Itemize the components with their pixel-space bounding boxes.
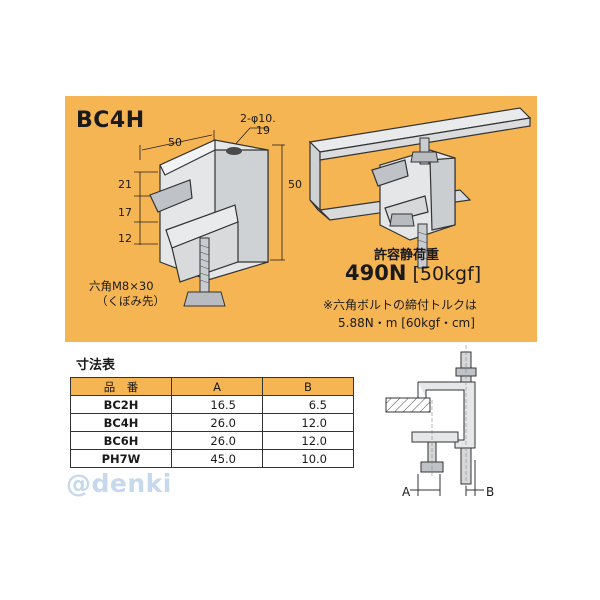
dimension-table: 品 番 A B BC2H 16.5 6.5 BC4H 26.0 12.0 BC6… [70, 377, 354, 468]
dim-h1: 21 [118, 178, 132, 191]
table-row: BC6H 26.0 12.0 [70, 431, 354, 450]
dim-h3: 12 [118, 232, 132, 245]
cell-model: BC2H [70, 395, 172, 414]
table-row: PH7W 45.0 10.0 [70, 449, 354, 468]
torque-note: ※六角ボルトの締付トルクは [323, 298, 478, 312]
table-row: BC4H 26.0 12.0 [70, 413, 354, 432]
dim-height-right: 50 [288, 178, 302, 191]
torque-value: 5.88N・m [60kgf・cm] [338, 316, 475, 330]
bolt-label: 六角M8×30 [89, 279, 154, 293]
header-b: B [262, 377, 354, 396]
cell-b: 12.0 [262, 413, 354, 432]
dim-width-top: 50 [168, 136, 182, 149]
dim-h2: 17 [118, 206, 132, 219]
bolt-label-note: （くぼみ先） [96, 294, 165, 308]
axis-label-a: A [402, 485, 411, 499]
axis-label-b: B [486, 485, 495, 499]
header-model: 品 番 [70, 377, 172, 396]
load-value: 490N [50kgf] [345, 261, 481, 285]
table-header-row: 品 番 A B [70, 377, 354, 396]
dim-hole-offset: 19 [256, 124, 270, 137]
cell-a: 45.0 [171, 449, 263, 468]
watermark: @denki [66, 469, 172, 498]
cell-b: 10.0 [262, 449, 354, 468]
dim-hole: 2-φ10. [240, 112, 276, 125]
table-title: 寸法表 [76, 358, 116, 373]
cell-b: 6.5 [262, 395, 354, 414]
cell-a: 26.0 [171, 413, 263, 432]
cell-model: PH7W [70, 449, 172, 468]
model-title: BC4H [76, 108, 145, 133]
load-title: 許容静荷重 [374, 248, 440, 263]
load-value-sub: [50kgf] [412, 263, 482, 285]
table-row: BC2H 16.5 6.5 [70, 395, 354, 414]
load-value-main: 490N [345, 261, 407, 285]
